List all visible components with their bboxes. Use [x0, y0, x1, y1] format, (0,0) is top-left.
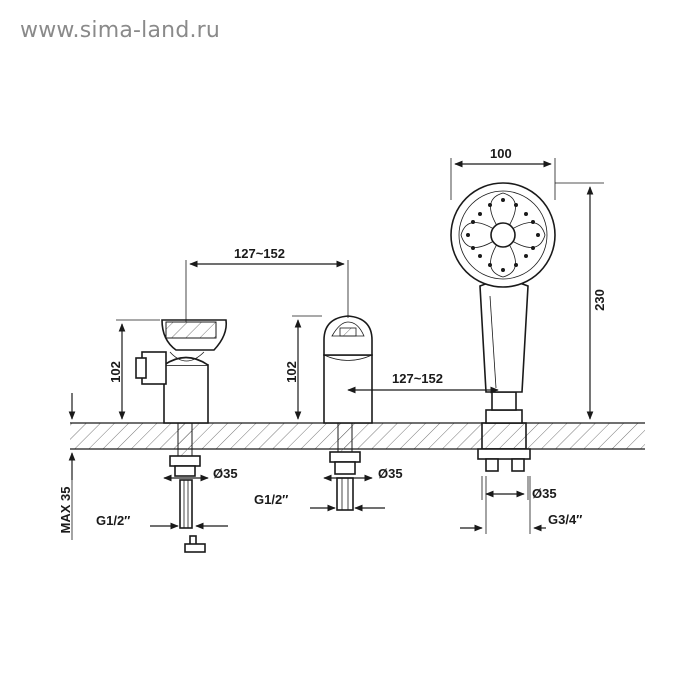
label-thread-middle: G1/2″ — [254, 492, 288, 507]
label-thread-right: G3/4″ — [548, 512, 582, 527]
label-dia-left: Ø35 — [213, 466, 238, 481]
dim-dia-right — [481, 476, 529, 500]
label-shower-width: 100 — [490, 146, 512, 161]
shower-spray-face — [460, 192, 546, 278]
label-height-left: 102 — [108, 361, 123, 383]
left-faucet — [135, 319, 228, 553]
label-max-deck: MAX 35 — [58, 487, 73, 534]
label-handle-spacing: 127~152 — [392, 371, 443, 386]
dim-thread-right — [460, 476, 546, 534]
deck-surface — [70, 422, 645, 450]
dim-height-left — [116, 319, 160, 420]
dim-shower-height — [555, 182, 604, 420]
label-dia-right: Ø35 — [532, 486, 557, 501]
middle-faucet — [323, 315, 373, 511]
label-shower-height: 230 — [592, 289, 607, 311]
label-height-middle: 102 — [284, 361, 299, 383]
dim-height-middle — [292, 315, 322, 420]
label-spout-spacing: 127~152 — [234, 246, 285, 261]
label-dia-middle: Ø35 — [378, 466, 403, 481]
watermark: www.sima-land.ru — [20, 18, 221, 43]
dim-spout-spacing — [185, 260, 349, 322]
dim-shower-width — [450, 158, 556, 200]
hand-shower — [450, 182, 556, 472]
label-thread-left: G1/2″ — [96, 513, 130, 528]
